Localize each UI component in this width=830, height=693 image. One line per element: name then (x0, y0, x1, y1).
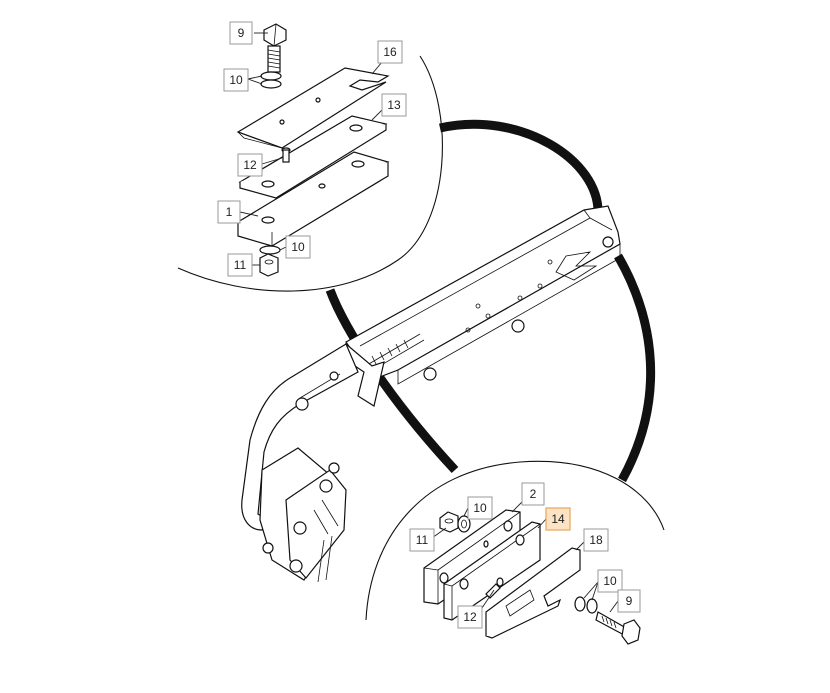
callout-1[interactable]: 1 (217, 200, 241, 224)
svg-text:9: 9 (626, 594, 633, 608)
svg-text:9: 9 (238, 26, 245, 40)
washers-top (260, 71, 282, 89)
callout-9-bot[interactable]: 9 (617, 589, 641, 613)
callout-10-top[interactable]: 10 (223, 68, 249, 92)
plate-shim-18 (485, 547, 581, 639)
callout-11-top[interactable]: 11 (227, 253, 253, 277)
svg-text:18: 18 (589, 533, 603, 547)
svg-text:10: 10 (603, 574, 617, 588)
callout-18[interactable]: 18 (583, 528, 609, 552)
callout-13[interactable]: 13 (381, 93, 407, 117)
bolt-top (263, 23, 287, 73)
connector-arc-right (614, 253, 656, 483)
svg-text:12: 12 (243, 158, 257, 172)
plate-block-1 (236, 151, 390, 247)
callout-9-top[interactable]: 9 (229, 21, 253, 45)
bolt-bottom (595, 611, 641, 645)
leader-lines (239, 32, 619, 613)
screw-top (281, 147, 291, 163)
callout-12-bot[interactable]: 12 (457, 605, 483, 629)
plate-shim-16 (236, 67, 390, 149)
callout-2[interactable]: 2 (521, 482, 545, 506)
svg-text:16: 16 (383, 45, 397, 59)
boom-arm (345, 205, 621, 407)
plate-14 (443, 521, 541, 621)
detail-circle-bottom (365, 460, 665, 621)
svg-text:13: 13 (387, 98, 401, 112)
callout-11-bot[interactable]: 11 (409, 528, 435, 552)
detail-circle-top (177, 55, 443, 292)
svg-text:10: 10 (291, 240, 305, 254)
callout-10-bot2[interactable]: 10 (597, 569, 623, 593)
svg-text:1: 1 (226, 205, 233, 219)
callout-16[interactable]: 16 (377, 40, 403, 64)
svg-text:2: 2 (530, 487, 537, 501)
callout-10-mid[interactable]: 10 (285, 235, 311, 259)
connector-arc-top (439, 119, 603, 215)
washers-bottom (574, 596, 598, 614)
boom-curve (241, 343, 359, 531)
svg-text:11: 11 (416, 533, 429, 547)
plate-13 (238, 115, 388, 199)
svg-text:10: 10 (473, 501, 487, 515)
svg-text:10: 10 (229, 73, 243, 87)
callout-12-top[interactable]: 12 (237, 153, 263, 177)
svg-text:11: 11 (234, 258, 247, 272)
svg-text:14: 14 (551, 512, 565, 526)
mount-bracket (259, 447, 347, 583)
callout-10-bot[interactable]: 10 (467, 496, 493, 520)
callout-14[interactable]: 14 (545, 507, 571, 531)
washer-nut-top (259, 245, 281, 277)
svg-text:12: 12 (463, 610, 477, 624)
